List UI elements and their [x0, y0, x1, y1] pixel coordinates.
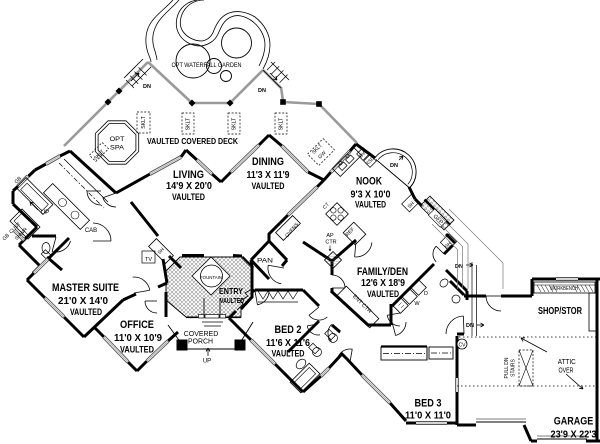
svg-text:21'0 X 14'0: 21'0 X 14'0 — [58, 296, 108, 307]
svg-text:VAULTED: VAULTED — [120, 345, 154, 355]
svg-text:OPT: OPT — [110, 137, 125, 143]
svg-text:11'3 X 11'9: 11'3 X 11'9 — [247, 170, 290, 181]
svg-text:DN: DN — [390, 163, 398, 169]
svg-text:VAULTED: VAULTED — [272, 349, 305, 359]
svg-text:ATTIC: ATTIC — [558, 359, 576, 366]
svg-text:CT: CT — [322, 202, 331, 211]
svg-text:PAN: PAN — [257, 259, 273, 265]
svg-text:OFFICE: OFFICE — [120, 319, 154, 331]
svg-text:VAULTED: VAULTED — [367, 289, 399, 299]
svg-text:11'6 X 11'6: 11'6 X 11'6 — [266, 338, 310, 349]
svg-text:VAULTED: VAULTED — [70, 307, 102, 317]
svg-text:BED 3: BED 3 — [415, 398, 442, 410]
svg-text:VAULTED: VAULTED — [220, 298, 244, 305]
svg-text:23'9 X 22'3: 23'9 X 22'3 — [551, 430, 597, 441]
svg-text:BED 2: BED 2 — [275, 324, 302, 336]
svg-text:GB: GB — [14, 175, 24, 185]
svg-text:GB: GB — [2, 232, 12, 242]
svg-text:DINING: DINING — [252, 156, 284, 168]
svg-text:SKLT: SKLT — [141, 115, 147, 128]
svg-text:14'9 X 20'0: 14'9 X 20'0 — [166, 181, 212, 192]
svg-text:CV: CV — [459, 343, 467, 349]
svg-text:DN: DN — [258, 88, 266, 94]
svg-text:SKLT: SKLT — [232, 117, 238, 130]
svg-text:DN: DN — [455, 264, 463, 270]
svg-text:12'6 X 18'9: 12'6 X 18'9 — [361, 278, 405, 289]
svg-text:NOOK: NOOK — [356, 176, 382, 188]
svg-text:TV: TV — [145, 257, 152, 263]
svg-text:COVERED: COVERED — [184, 331, 219, 338]
svg-text:MASTER SUITE: MASTER SUITE — [52, 282, 119, 294]
svg-text:UP: UP — [41, 210, 49, 216]
svg-text:PORCH: PORCH — [188, 339, 213, 346]
svg-text:11'0 X 10'9: 11'0 X 10'9 — [114, 333, 162, 344]
svg-text:UP: UP — [203, 359, 211, 365]
svg-text:VAULTED: VAULTED — [252, 181, 285, 191]
svg-text:WORKBENCH: WORKBENCH — [550, 286, 578, 292]
svg-text:SKLT: SKLT — [279, 117, 285, 130]
svg-text:SKLT: SKLT — [186, 117, 192, 130]
svg-text:OVER: OVER — [559, 368, 574, 375]
svg-text:9'3 X 10'0: 9'3 X 10'0 — [351, 190, 391, 201]
svg-text:SH: SH — [444, 240, 453, 249]
svg-text:AP: AP — [326, 233, 334, 239]
svg-text:DN: DN — [466, 323, 474, 329]
svg-text:FOUNTAIN: FOUNTAIN — [200, 275, 222, 280]
svg-text:LIVING: LIVING — [173, 169, 204, 181]
svg-text:GARAGE: GARAGE — [554, 416, 594, 428]
svg-text:PULL DN: PULL DN — [504, 357, 510, 378]
svg-text:CTR: CTR — [325, 240, 336, 246]
svg-text:OPT WATERFALL GARDEN: OPT WATERFALL GARDEN — [172, 62, 242, 69]
svg-text:SH: SH — [407, 200, 416, 209]
svg-text:STAIRS: STAIRS — [511, 358, 517, 376]
svg-text:11'0 X 11'0: 11'0 X 11'0 — [405, 411, 451, 422]
svg-text:ENTRY: ENTRY — [219, 286, 243, 296]
svg-text:SH: SH — [157, 246, 166, 255]
svg-text:RSD: RSD — [365, 155, 377, 167]
svg-text:SPA: SPA — [110, 146, 124, 152]
svg-text:SHOP/STOR: SHOP/STOR — [538, 305, 582, 317]
svg-text:GW: GW — [317, 150, 328, 161]
svg-text:DW: DW — [358, 149, 368, 159]
svg-text:FAMILY/DEN: FAMILY/DEN — [357, 266, 408, 278]
svg-text:W: W — [414, 301, 420, 307]
svg-text:DN: DN — [143, 84, 151, 90]
svg-text:VAULTED COVERED DECK: VAULTED COVERED DECK — [147, 137, 238, 146]
svg-text:VAULTED: VAULTED — [355, 200, 386, 210]
svg-text:VAULTED: VAULTED — [172, 192, 205, 202]
svg-text:D: D — [424, 291, 428, 297]
svg-text:CAB: CAB — [85, 228, 97, 234]
svg-text:REF: REF — [345, 227, 356, 238]
